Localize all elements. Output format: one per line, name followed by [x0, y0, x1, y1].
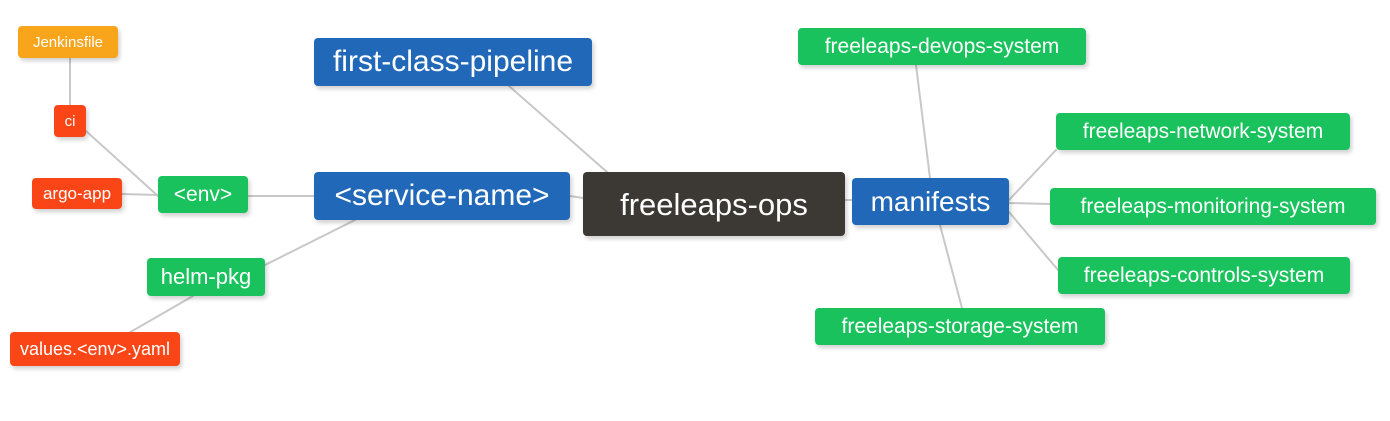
edge-manifests-controls [1008, 211, 1059, 271]
mindmap-node-label: helm-pkg [160, 264, 252, 289]
edge-manifests-monitoring [1008, 202, 1051, 205]
mindmap-node-label: freeleaps-network-system [1082, 120, 1324, 143]
mindmap-node-freeleaps-storage-system[interactable]: freeleaps-storage-system [815, 308, 1105, 345]
mindmap-node-ci[interactable]: ci [54, 105, 86, 137]
mindmap-node-label: Jenkinsfile [32, 33, 104, 51]
mindmap-node-label: freeleaps-ops [620, 186, 808, 222]
mindmap-node-label: ci [64, 112, 76, 130]
edge-manifests-storage [939, 224, 963, 309]
mindmap-node-freeleaps-controls-system[interactable]: freeleaps-controls-system [1058, 257, 1350, 294]
edge-servicename-ops [569, 195, 584, 199]
mindmap-node-label: freeleaps-devops-system [824, 35, 1060, 58]
edge-ci-env [85, 130, 159, 197]
mindmap-node-service-name[interactable]: <service-name> [314, 172, 570, 220]
mindmap-node-freeleaps-ops[interactable]: freeleaps-ops [583, 172, 845, 236]
mindmap-node-freeleaps-network-system[interactable]: freeleaps-network-system [1056, 113, 1350, 150]
mindmap-node-label: manifests [870, 185, 991, 217]
edge-argoapp-env [121, 193, 159, 196]
edge-pipeline-ops [508, 85, 608, 173]
mindmap-node-label: first-class-pipeline [332, 45, 574, 78]
mindmap-node-label: freeleaps-controls-system [1083, 264, 1325, 287]
mindmap-node-env[interactable]: <env> [158, 176, 248, 213]
mindmap-node-values-yaml[interactable]: values.<env>.yaml [10, 332, 180, 366]
mindmap-node-freeleaps-devops-system[interactable]: freeleaps-devops-system [798, 28, 1086, 65]
mindmap-node-first-class-pipeline[interactable]: first-class-pipeline [314, 38, 592, 86]
mindmap-node-label: freeleaps-monitoring-system [1080, 195, 1346, 218]
mindmap-node-manifests[interactable]: manifests [852, 178, 1009, 225]
edge-manifests-network [1008, 149, 1057, 201]
edge-helmpkg-valuesyaml [119, 295, 194, 339]
mindmap-node-argo-app[interactable]: argo-app [32, 178, 122, 209]
mindmap-node-label: values.<env>.yaml [19, 339, 171, 359]
mindmap-node-label: argo-app [42, 184, 112, 203]
mindmap-node-label: <env> [173, 183, 233, 206]
mindmap-node-jenkinsfile[interactable]: Jenkinsfile [18, 26, 118, 58]
mindmap-node-helm-pkg[interactable]: helm-pkg [147, 258, 265, 296]
mindmap-node-label: <service-name> [334, 179, 550, 212]
edge-servicename-helmpkg [264, 219, 356, 266]
edge-manifests-devops [915, 64, 931, 179]
mindmap-node-label: freeleaps-storage-system [841, 315, 1079, 338]
mindmap-node-freeleaps-monitoring-system[interactable]: freeleaps-monitoring-system [1050, 188, 1376, 225]
